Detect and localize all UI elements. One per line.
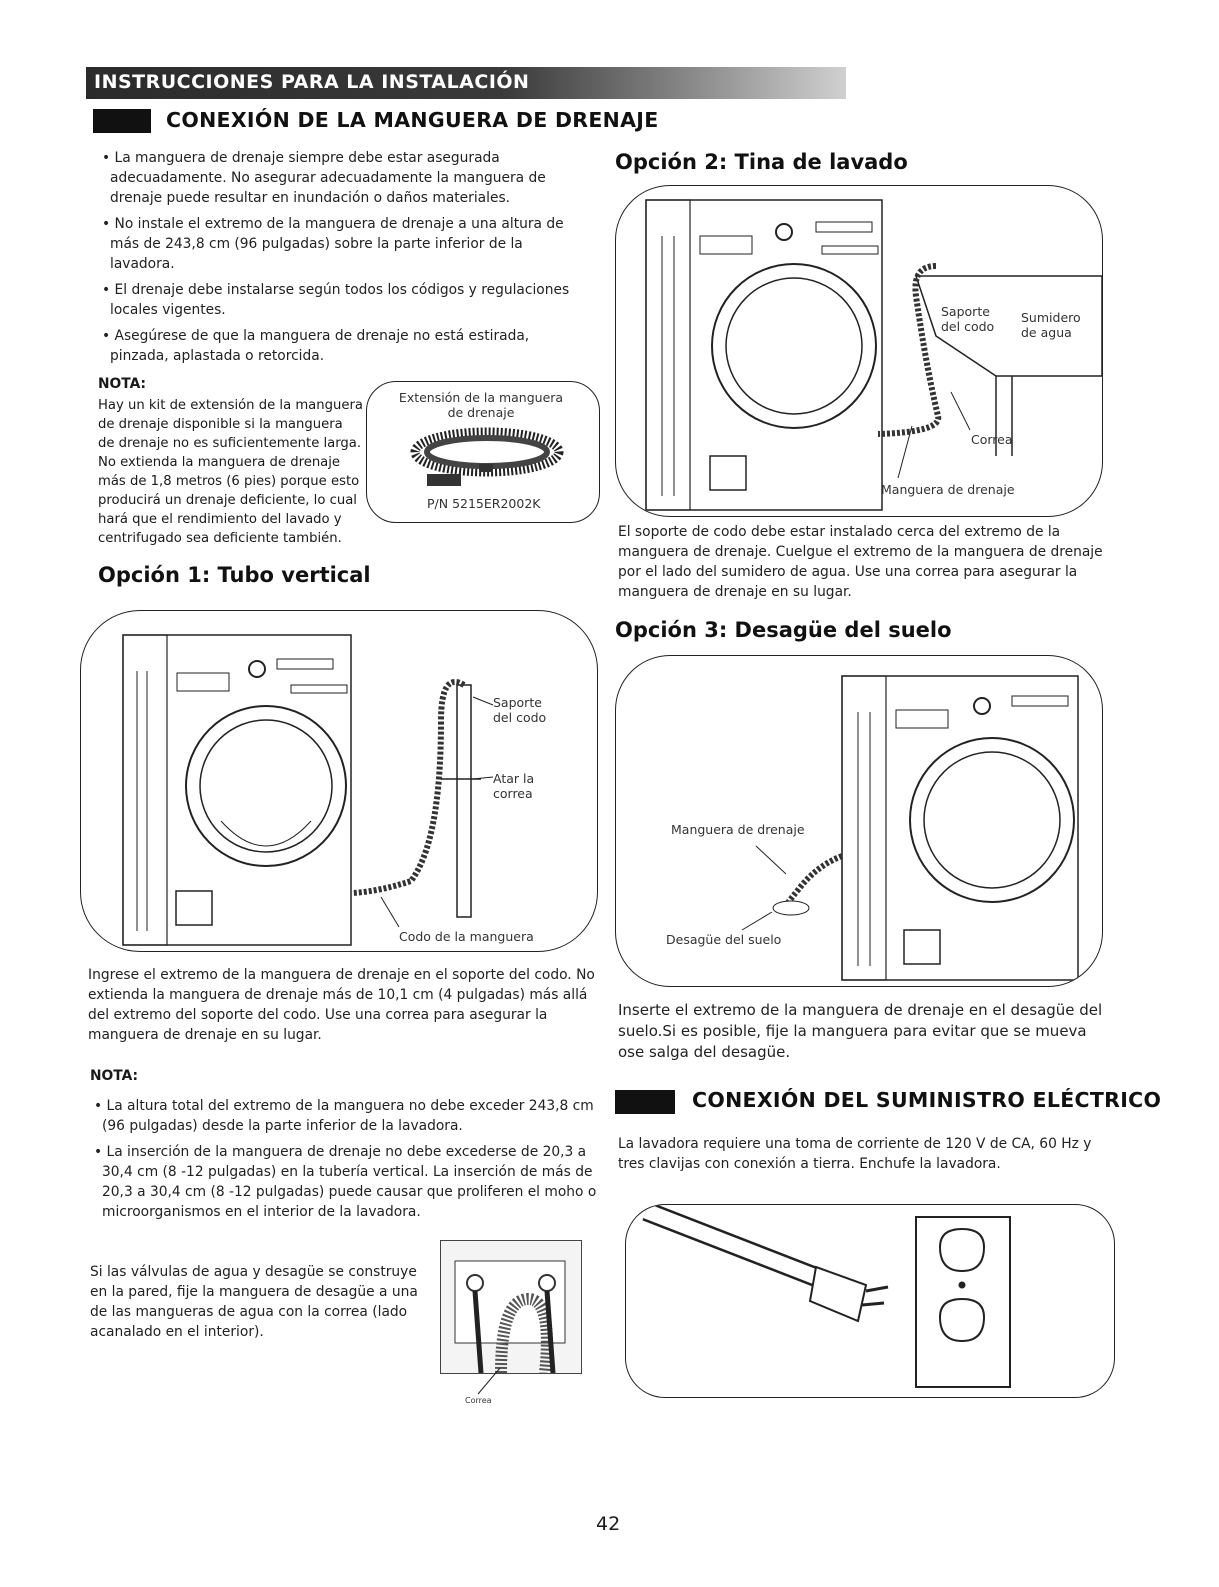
label-hose: Manguera de drenaje <box>881 482 1015 497</box>
option3-text: Inserte el extremo de la manguera de dre… <box>618 1001 1103 1061</box>
drain-bullets: • La manguera de drenaje siempre debe es… <box>98 148 588 372</box>
option2-figure: Saporte del codo Sumidero de agua Correa… <box>615 185 1103 517</box>
label-strap: Correa <box>971 432 1013 447</box>
label-support: Saporte del codo <box>493 695 547 725</box>
section-marker <box>93 109 151 133</box>
option1-note-title: NOTA: <box>90 1068 139 1084</box>
option1-text: Ingrese el extremo de la manguera de dre… <box>88 967 595 1043</box>
power-text: La lavadora requiere una toma de corrien… <box>618 1136 1092 1172</box>
label-sink: Sumidero de agua <box>1021 310 1081 340</box>
section-marker <box>615 1090 675 1114</box>
label-floor-drain: Desagüe del suelo <box>666 932 782 947</box>
label-elbow: Codo de la manguera <box>399 929 534 944</box>
wall-text: Si las válvulas de agua y desagüe se con… <box>90 1264 418 1340</box>
washer-standpipe-illustration <box>122 634 494 946</box>
plug-outlet-illustration <box>642 1205 1011 1388</box>
washer-floor-illustration <box>741 675 1079 981</box>
section-power-title: CONEXIÓN DEL SUMINISTRO ELÉCTRICO <box>692 1088 1162 1112</box>
header-banner: INSTRUCCIONES PARA LA INSTALACIÓN <box>86 67 846 99</box>
drain-bullet: • La manguera de drenaje siempre debe es… <box>102 150 546 206</box>
section-drain-title: CONEXIÓN DE LA MANGUERA DE DRENAJE <box>166 108 659 132</box>
label-support: Saporte del codo <box>941 304 995 334</box>
label-strap: Atar la correa <box>493 771 535 801</box>
option1-figure: Saporte del codo Atar la correa Codo de … <box>80 610 598 952</box>
option3-figure: Manguera de drenaje Desagüe del suelo <box>615 655 1103 987</box>
wall-label: Correa <box>465 1396 492 1405</box>
power-figure <box>625 1204 1115 1398</box>
note-text: Hay un kit de extensión de la manguera d… <box>98 398 363 546</box>
kit-part-number: P/N 5215ER2002K <box>427 496 541 511</box>
page-number: 42 <box>596 1513 621 1535</box>
option2-title: Opción 2: Tina de lavado <box>615 150 908 174</box>
option3-title: Opción 3: Desagüe del suelo <box>615 618 952 642</box>
banner-title: INSTRUCCIONES PARA LA INSTALACIÓN <box>94 71 530 93</box>
wall-valve-figure <box>440 1240 582 1374</box>
drain-bullet: • Asegúrese de que la manguera de drenaj… <box>102 328 530 364</box>
wall-label-line <box>477 1367 501 1395</box>
note-bullet: • La altura total del extremo de la mang… <box>94 1098 594 1134</box>
drain-bullet: • No instale el extremo de la manguera d… <box>102 216 564 272</box>
option2-text: El soporte de codo debe estar instalado … <box>618 524 1103 600</box>
option1-title: Opción 1: Tubo vertical <box>98 563 371 587</box>
label-hose: Manguera de drenaje <box>671 822 805 837</box>
option1-note-bullets: • La altura total del extremo de la mang… <box>90 1096 600 1228</box>
hose-coil-icon <box>410 427 564 486</box>
note-title: NOTA: <box>98 376 147 392</box>
washer-sink-illustration <box>645 199 1102 511</box>
note-bullet: • La inserción de la manguera de drenaje… <box>94 1144 597 1220</box>
kit-label: Extensión de la manguera de drenaje <box>398 390 564 420</box>
valve-box-illustration <box>454 1260 566 1373</box>
drain-bullet: • El drenaje debe instalarse según todos… <box>102 282 570 318</box>
kit-figure: Extensión de la manguera de drenaje P/N … <box>366 381 600 523</box>
